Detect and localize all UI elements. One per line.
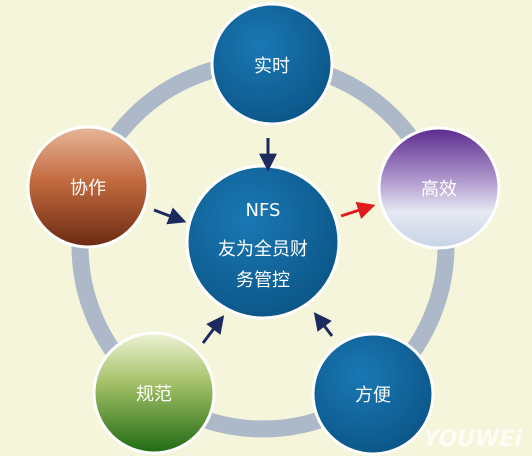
node-collaboration-label: 协作 xyxy=(70,178,106,199)
center-title: NFS xyxy=(246,200,281,221)
arrow-standard-to-center xyxy=(201,315,225,344)
node-standard: 规范 xyxy=(92,331,216,455)
center-line-2: 务管控 xyxy=(236,270,290,291)
node-realtime-label: 实时 xyxy=(254,56,290,77)
arrow-center-to-efficient xyxy=(340,201,376,219)
arrow-convenient-to-center xyxy=(313,312,334,337)
node-realtime: 实时 xyxy=(210,2,334,126)
watermark-text: YOUWEi xyxy=(423,427,522,452)
node-collaboration: 协作 xyxy=(26,125,150,249)
node-convenient-label: 方便 xyxy=(355,385,391,406)
center-node: NFS 友为全员财 务管控 xyxy=(185,164,341,320)
node-efficient-label: 高效 xyxy=(421,179,457,200)
arrow-collaboration-to-center xyxy=(153,207,187,225)
node-convenient: 方便 xyxy=(311,332,435,456)
node-standard-label: 规范 xyxy=(136,384,172,405)
center-line-1: 友为全员财 xyxy=(218,239,308,260)
node-efficient: 高效 xyxy=(377,126,501,250)
